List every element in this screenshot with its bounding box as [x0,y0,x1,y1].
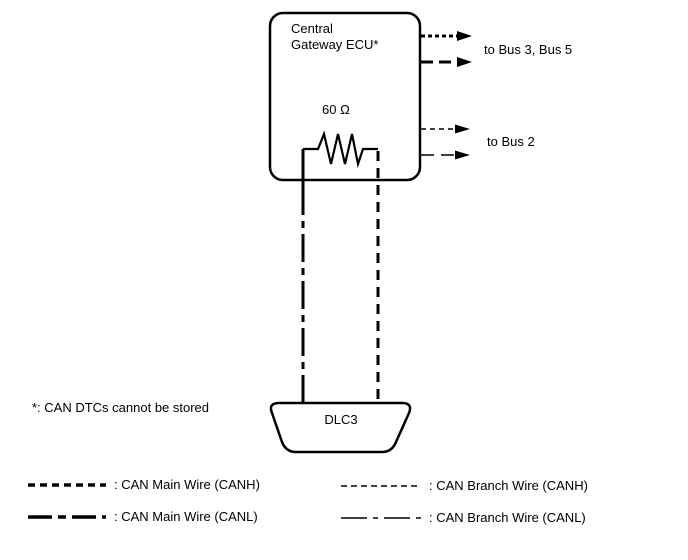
bus35-canh-arrowhead-icon [457,31,472,41]
bus35-canl-arrowhead-icon [457,57,472,67]
resistor-value-label: 60 Ω [322,102,350,117]
ecu-box [268,11,422,182]
bus2-canh-arrowhead-icon [455,124,470,134]
resistor-symbol [303,130,378,169]
dtc-footnote: *: CAN DTCs cannot be stored [32,400,210,415]
dlc3-connector-shape [269,401,412,454]
legend-label-branch-canh: : CAN Branch Wire (CANH) [429,478,588,493]
ecu-label: Central Gateway ECU* [291,21,379,52]
bus2-destination-label: to Bus 2 [487,134,535,149]
bus35-destination-label: to Bus 3, Bus 5 [484,42,573,57]
legend-label-main-canh: : CAN Main Wire (CANH) [114,477,260,492]
legend-label-main-canl: : CAN Main Wire (CANL) [114,509,258,524]
legend-label-branch-canl: : CAN Branch Wire (CANL) [429,510,586,525]
bus2-canl-arrowhead-icon [455,150,470,160]
dlc3-connector-label: DLC3 [324,412,358,427]
